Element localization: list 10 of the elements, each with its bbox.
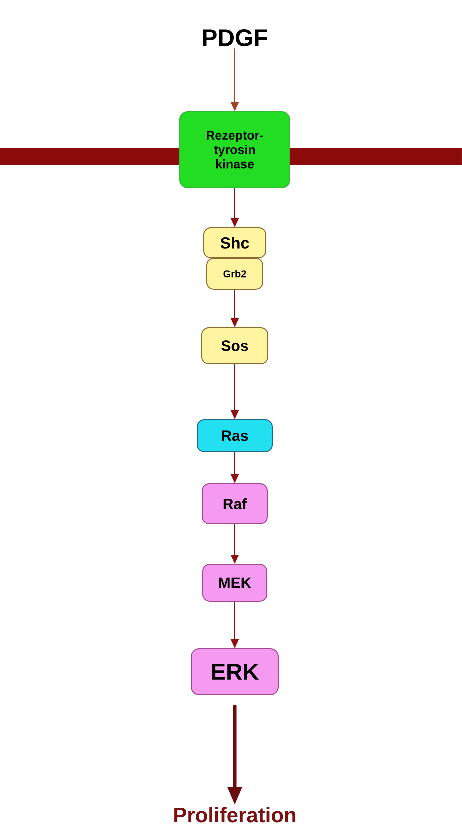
protein-box: ERK	[191, 648, 279, 696]
protein-box: Grb2	[206, 258, 264, 290]
receptor-box: Rezeptor-tyrosin kinase	[180, 112, 290, 188]
protein-box: MEK	[202, 564, 268, 602]
protein-box: Ras	[197, 420, 273, 452]
protein-box: Sos	[202, 328, 268, 364]
outcome-label: Proliferation	[174, 807, 296, 823]
protein-box: Raf	[202, 484, 268, 524]
ligand-label: PDGF	[203, 30, 268, 46]
protein-box: Shc	[204, 228, 266, 258]
